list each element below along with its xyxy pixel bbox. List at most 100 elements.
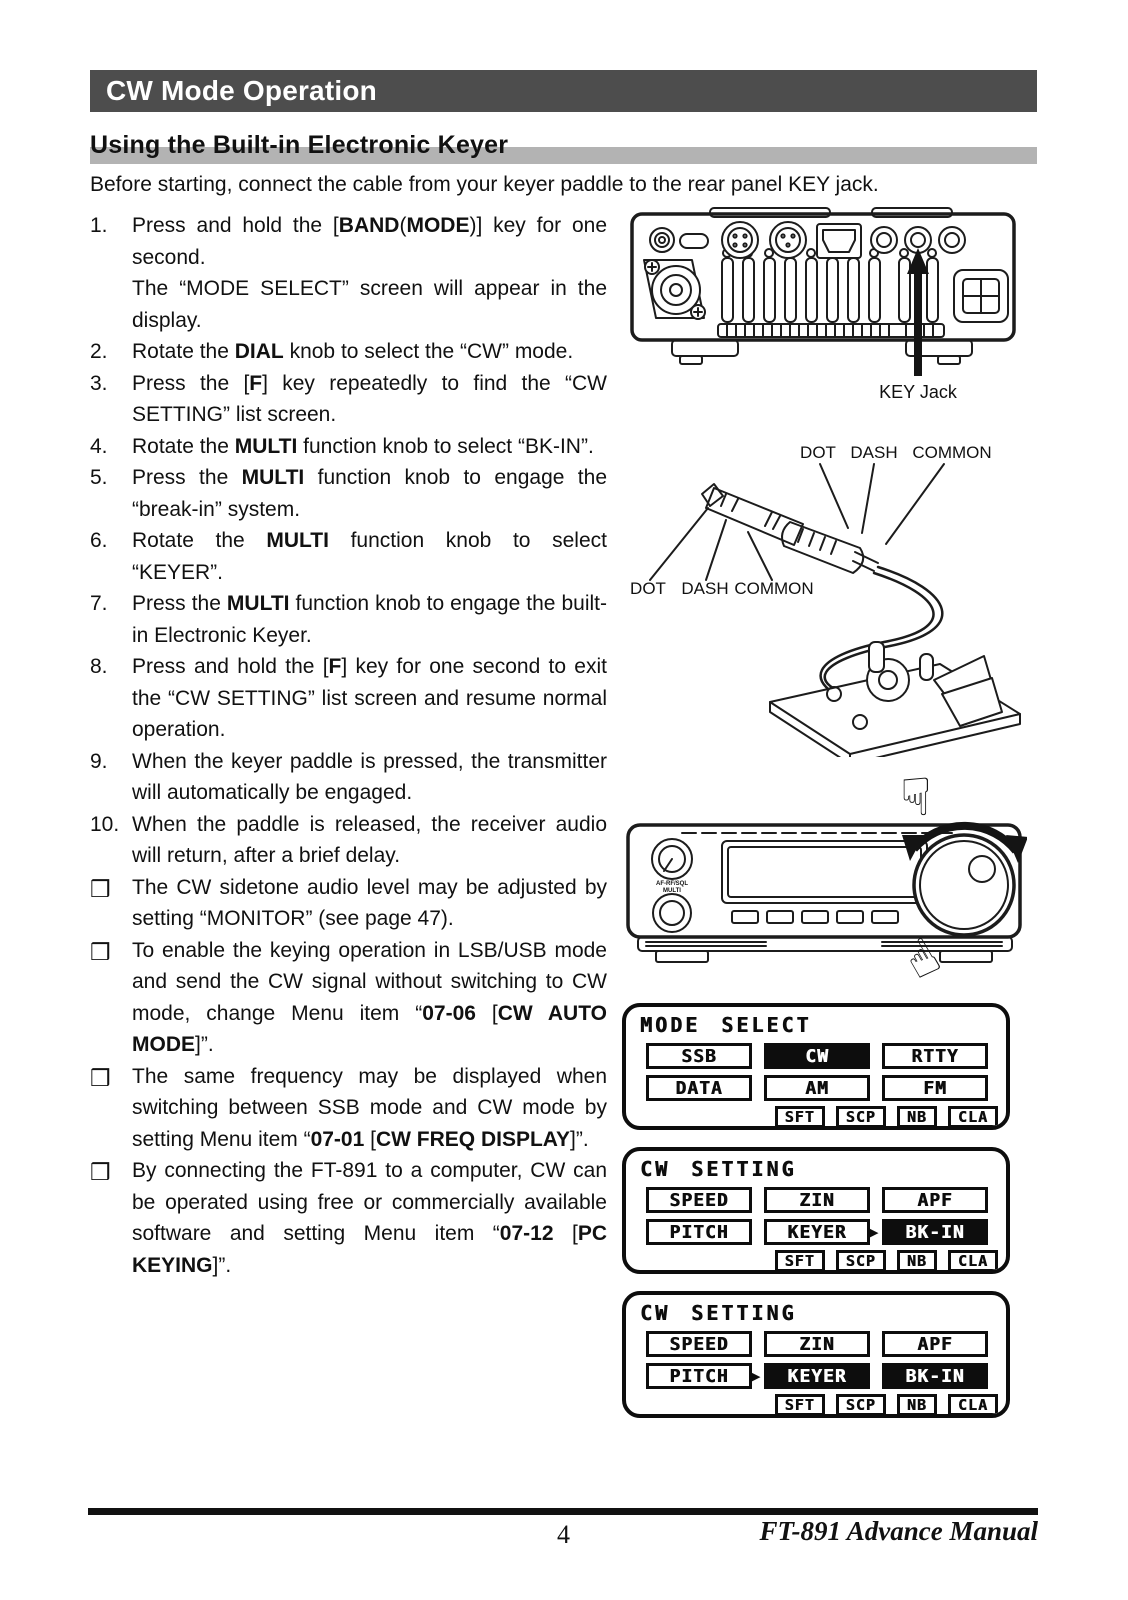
body-text: ] key for one second to exit the “CW SET… [132, 655, 607, 741]
lcd-screen-title: CW SETTING [640, 1157, 797, 1181]
keyer-paddle-diagram: DOT DASH COMMON DOT DASH COMMON [630, 443, 1021, 757]
body-text: Press the [132, 466, 242, 489]
body-text: )] key for one second. [132, 214, 607, 269]
paddle-top-label-dash: DASH [850, 443, 897, 462]
key-jack-arrow [907, 248, 929, 376]
notes-list: ❒ The CW sidetone audio level may be adju… [90, 872, 607, 1282]
note-bullet-icon: ❒ [90, 938, 111, 965]
lcd-cell-data: DATA [646, 1075, 752, 1101]
step-number: 2. [90, 340, 108, 363]
paddle-left-label-common: COMMON [734, 579, 813, 598]
step-item: 9.When the keyer paddle is pressed, the … [90, 746, 607, 809]
body-text: ]”. [212, 1253, 232, 1277]
body-text: When the paddle is released, the receive… [132, 812, 607, 868]
lcd-softkey-cla: CLA [947, 1250, 998, 1270]
step-item: 1.Press and hold the [BAND(MODE)] key fo… [90, 210, 607, 336]
lcd-mode-row: SSB CW RTTY [640, 1043, 994, 1069]
cursor-arrow-icon: ▶ [749, 1367, 761, 1385]
body-text: Rotate the [132, 529, 267, 552]
lcd-cell-wrap: ▶KEYER [749, 1363, 870, 1389]
lcd-cell-wrap: PITCH [646, 1219, 752, 1245]
bold-text: PC KEYING [132, 1222, 607, 1277]
lcd-cell-bk-in: BK-IN [882, 1363, 988, 1389]
lcd-cell-wrap: APF [882, 1331, 988, 1357]
lcd-cell-speed: SPEED [646, 1187, 752, 1213]
lcd-cell-wrap: SSB [646, 1043, 752, 1069]
lcd-cell-zin: ZIN [764, 1331, 870, 1357]
lcd-cell-apf: APF [882, 1187, 988, 1213]
bold-text: CW FREQ DISPLAY [375, 1127, 571, 1151]
lcd-cell-am: AM [764, 1075, 870, 1101]
lcd-softkey-sft: SFT [774, 1250, 825, 1270]
lcd-cell-keyer: KEYER [764, 1363, 870, 1389]
lcd-cell-wrap: DATA [646, 1075, 752, 1101]
instructions-column: 1.Press and hold the [BAND(MODE)] key fo… [90, 210, 607, 1281]
lcd-cell-wrap: RTTY [882, 1043, 988, 1069]
body-text: [ [364, 1127, 376, 1151]
body-text: Press the [ [132, 371, 250, 395]
lcd-cell-wrap: FM [882, 1075, 988, 1101]
bold-text: CW AUTO MODE [132, 1001, 607, 1057]
body-text: Rotate the [132, 434, 235, 458]
body-text: [ [475, 1001, 498, 1025]
body-text: Rotate the [132, 340, 235, 363]
lcd-cell-speed: SPEED [646, 1331, 752, 1357]
lcd-softkey-cla: CLA [947, 1106, 998, 1126]
step-item: 4.Rotate the MULTI function knob to sele… [90, 431, 607, 463]
body-text: [ [553, 1222, 578, 1245]
lcd-softkey-nb: NB [896, 1394, 937, 1414]
lcd-softkey-scp: SCP [835, 1106, 886, 1126]
section-heading: Using the Built-in Electronic Keyer [90, 131, 1037, 165]
lcd-cell-wrap: CW [764, 1043, 870, 1069]
page-header-title: CW Mode Operation [106, 75, 377, 106]
body-text: The “MODE SELECT” screen will appear in … [132, 277, 607, 332]
body-text: When the keyer paddle is pressed, the tr… [132, 749, 607, 805]
key-jack-label: KEY Jack [879, 382, 958, 402]
lcd-cell-wrap: SPEED [646, 1187, 752, 1213]
bold-text: MULTI [234, 434, 298, 458]
body-text: To enable the keying operation in LSB/US… [132, 938, 607, 1025]
lcd-mode-row: DATA AM FM [640, 1075, 994, 1101]
body-text: The same frequency may be displayed when… [132, 1064, 607, 1151]
body-text: function knob to select “BK-IN”. [297, 434, 594, 458]
bold-text: 07-06 [422, 1001, 476, 1025]
step-number: 8. [90, 655, 108, 678]
step-item: 3.Press the [F] key repeatedly to find t… [90, 368, 607, 431]
lcd-cell-bk-in: BK-IN [882, 1219, 988, 1245]
step-number: 7. [90, 592, 108, 615]
body-text: The CW sidetone audio level may be adjus… [132, 875, 607, 931]
lcd-cell-pitch: PITCH [646, 1363, 752, 1389]
note-item: ❒By connecting the FT-891 to a computer,… [90, 1155, 607, 1281]
intro-paragraph: Before starting, connect the cable from … [90, 173, 879, 196]
body-text: function knob to engage the built-in Ele… [132, 592, 607, 647]
step-number: 3. [90, 371, 108, 395]
step-item: 6.Rotate the MULTI function knob to sele… [90, 525, 607, 588]
step-item: 5.Press the MULTI function knob to engag… [90, 462, 607, 525]
paddle-top-label-dot: DOT [800, 443, 836, 462]
bold-text: F [328, 655, 342, 678]
lcd-cell-wrap: ▶BK-IN [867, 1219, 988, 1245]
lcd-cell-wrap: APF [882, 1187, 988, 1213]
lcd-screen-rows: SPEED ZIN APF PITCH▶KEYER BK-IN [640, 1331, 994, 1389]
paddle-top-label-common: COMMON [912, 443, 991, 462]
lcd-screen-title: MODE SELECT [640, 1013, 812, 1037]
lcd-cell-wrap: AM [764, 1075, 870, 1101]
manual-title: FT-891 Advance Manual [759, 1516, 1038, 1546]
step-item: 2.Rotate the DIAL knob to select the “CW… [90, 336, 607, 368]
lcd-cell-cw: CW [764, 1043, 870, 1069]
body-text: Press and hold the [ [132, 214, 339, 237]
lcd-softkey-sft: SFT [774, 1394, 825, 1414]
lcd-softkey-nb: NB [896, 1106, 937, 1126]
body-text: ( [399, 214, 407, 237]
body-text: By connecting the FT-891 to a computer, … [132, 1159, 607, 1245]
section-heading-bar [90, 147, 1037, 164]
rear-panel-diagram: KEY Jack [630, 207, 1016, 402]
lcd-cell-wrap: BK-IN [882, 1363, 988, 1389]
bold-text: BAND [338, 214, 400, 237]
note-item: ❒ To enable the keying operation in LSB/U… [90, 935, 607, 1061]
